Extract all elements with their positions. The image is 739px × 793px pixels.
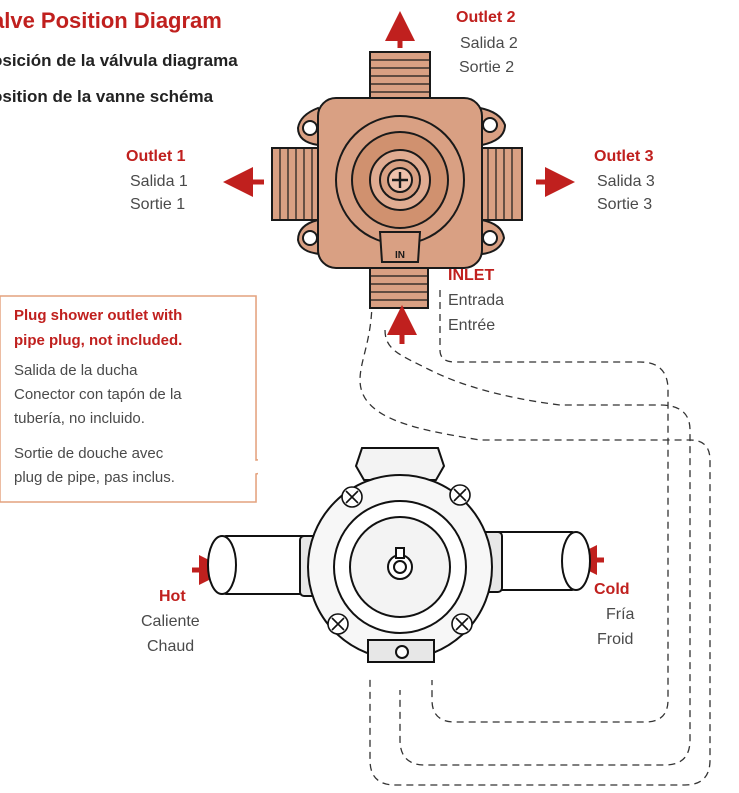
- outlet2-label: Outlet 2: [456, 9, 516, 26]
- outlet3-label-fr: Sortie 3: [597, 196, 653, 213]
- outlet3-thread: [479, 147, 523, 221]
- dashed-route-outer: [359, 299, 711, 786]
- cold-label: Cold: [594, 581, 630, 598]
- dashed-route-middle: [384, 329, 691, 766]
- inlet-thread: [369, 267, 429, 309]
- cold-label-fr: Froid: [597, 631, 634, 648]
- page-title: alve Position Diagram: [0, 8, 222, 33]
- flow-arrows-upper: [192, 11, 604, 585]
- note-fr-line2: plug de pipe, pas inclus.: [14, 469, 175, 486]
- outlet1-label-fr: Sortie 1: [130, 196, 186, 213]
- inlet-label-fr: Entrée: [448, 317, 496, 334]
- outlet2-label-es: Salida 2: [460, 35, 518, 52]
- screw-hole-bl: [302, 230, 318, 246]
- shower-outlet-plug: [354, 447, 446, 481]
- cold-label-es: Fría: [606, 606, 635, 623]
- note-heading-line2: pipe plug, not included.: [14, 332, 183, 349]
- hot-label: Hot: [159, 588, 186, 605]
- outlet3-label: Outlet 3: [594, 148, 654, 165]
- note-heading-line1: Plug shower outlet with: [14, 307, 183, 324]
- screw-hole-tr: [482, 117, 498, 133]
- page-subtitle-french: osition de la vanne schéma: [0, 87, 214, 106]
- note-fr-line1: Sortie de douche avec: [14, 445, 164, 462]
- inlet-tab: [378, 231, 422, 263]
- note-es-line3: tubería, no incluido.: [14, 410, 145, 427]
- outlet1-label-es: Salida 1: [130, 173, 188, 190]
- outlet2-label-fr: Sortie 2: [459, 59, 515, 76]
- dashed-route-inner: [431, 290, 669, 723]
- hot-label-es: Caliente: [141, 613, 200, 630]
- screw-hole-tl: [302, 120, 318, 136]
- outlet1-label: Outlet 1: [126, 148, 186, 165]
- inlet-label: INLET: [448, 267, 495, 284]
- inlet-label-es: Entrada: [448, 292, 505, 309]
- valve-marking-in: IN: [395, 250, 405, 261]
- page-subtitle-spanish: osición de la válvula diagrama: [0, 51, 238, 70]
- note-es-line1: Salida de la ducha: [14, 362, 138, 379]
- dashed-pipe-routes: [359, 290, 711, 786]
- outlet3-label-es: Salida 3: [597, 173, 655, 190]
- upper-valve-body: [271, 51, 523, 309]
- screw-hole-br: [482, 230, 498, 246]
- note-es-line2: Conector con tapón de la: [14, 386, 182, 403]
- hot-label-fr: Chaud: [147, 638, 195, 655]
- lower-valve: [207, 447, 591, 663]
